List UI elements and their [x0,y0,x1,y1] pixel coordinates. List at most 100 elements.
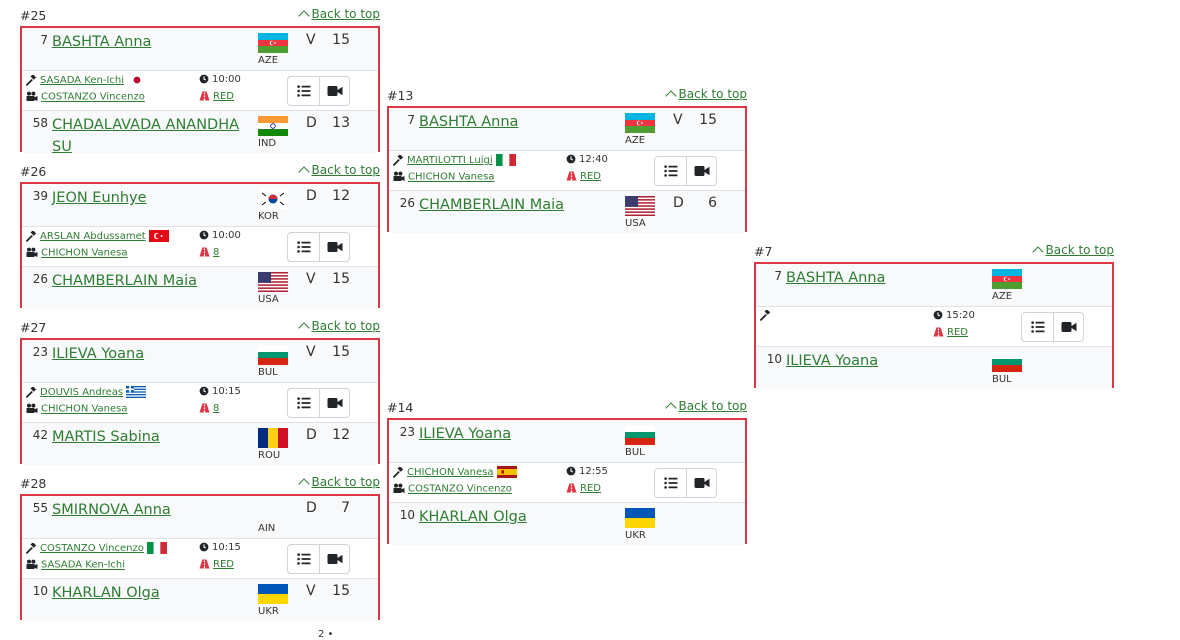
bout-result: V [306,32,316,48]
video-referee-name-link[interactable]: CHICHON Vanesa [41,247,128,259]
match-info-row: DOUVIS Andreas CHICHON Vanesa 10:15 8 [22,382,378,423]
piste-link[interactable]: RED [947,327,968,338]
back-to-top-link[interactable]: Back to top [664,87,747,102]
piste: RED [566,171,601,182]
piste: 8 [199,247,219,258]
bout-score: 13 [332,115,350,131]
fencer-seed: 58 [32,116,48,130]
piste-link[interactable]: RED [213,559,234,570]
back-to-top-link[interactable]: Back to top [297,163,380,178]
bout-result: V [306,583,316,599]
fencer-row-2: 10 ILIEVA Yoana BUL [756,347,1112,389]
bout-score: 6 [708,195,717,211]
bout-details-button[interactable] [288,233,320,261]
piste-link[interactable]: 8 [213,247,220,258]
fencer-row-1: 7 BASHTA Anna AZE V 15 [389,108,745,150]
fencer-name-link[interactable]: MARTIS Sabina [52,429,160,445]
bout-details-button[interactable] [288,389,320,417]
country-flag-icon [258,584,288,604]
fencer-name-link[interactable]: CHADALAVADA ANANDHA SU [52,117,240,155]
match-actions [654,156,717,186]
bout-video-button[interactable] [319,233,350,261]
video-referee: SASADA Ken-Ichi [26,559,125,571]
match-card: 7 BASHTA Anna AZE V 15 SASADA Ken-Ichi C… [20,26,380,155]
fencer-name-link[interactable]: ILIEVA Yoana [52,346,145,362]
piste-link[interactable]: RED [213,91,234,102]
fencer-seed: 39 [32,189,48,203]
match-time-value: 12:55 [579,466,608,477]
back-to-top-link[interactable]: Back to top [297,475,380,490]
bout-score: 15 [332,583,350,599]
bout-details-button[interactable] [288,77,320,105]
fencer-name-link[interactable]: BASHTA Anna [786,270,886,286]
referee-name-link[interactable]: ARSLAN Abdussamet [40,231,146,242]
video-referee: CHICHON Vanesa [393,171,495,183]
match-card: 39 JEON Eunhye KOR D 12 ARSLAN Abdussame… [20,182,380,309]
fencer-name-link[interactable]: SMIRNOVA Anna [52,502,171,518]
fencer-name-link[interactable]: BASHTA Anna [419,114,519,130]
fencer-name-link[interactable]: ILIEVA Yoana [419,426,512,442]
match-card: 23 ILIEVA Yoana BUL CHICHON Vanesa COSTA… [387,418,747,545]
bout-video-button[interactable] [319,77,350,105]
match-block: #26 Back to top 39 JEON Eunhye KOR D 12 … [20,163,380,309]
bout-score: 15 [699,112,717,128]
bout-score: 12 [332,427,350,443]
back-to-top-link[interactable]: Back to top [297,7,380,22]
video-camera-icon [393,483,408,495]
video-referee-name-link[interactable]: CHICHON Vanesa [408,171,495,183]
list-icon [296,238,311,257]
referee-name-link[interactable]: COSTANZO Vincenzo [40,543,144,554]
back-to-top-link[interactable]: Back to top [664,399,747,414]
video-icon [327,550,343,569]
back-to-top-link[interactable]: Back to top [297,319,380,334]
fencer-name-link[interactable]: KHARLAN Olga [419,509,527,525]
clock-icon [566,154,579,165]
fencer-name-link[interactable]: ILIEVA Yoana [786,353,879,369]
match-number: #26 [20,164,47,179]
match-time-value: 12:40 [579,154,608,165]
video-referee-name-link[interactable]: SASADA Ken-Ichi [41,559,126,571]
bout-details-button[interactable] [288,545,320,573]
referee-name-link[interactable]: MARTILOTTI Luigi [407,155,493,166]
gavel-icon [393,154,407,166]
country-flag-icon [625,113,655,133]
bout-video-button[interactable] [319,545,350,573]
bout-video-button[interactable] [319,389,350,417]
referee-name-link[interactable]: CHICHON Vanesa [407,467,494,478]
fencer-name-link[interactable]: CHAMBERLAIN Maia [419,197,565,213]
bout-details-button[interactable] [655,469,687,497]
fencer-name-link[interactable]: JEON Eunhye [52,190,147,206]
bout-video-button[interactable] [1053,313,1084,341]
bout-video-button[interactable] [686,469,717,497]
country-code: BUL [992,374,1012,385]
list-icon [296,394,311,413]
bout-details-button[interactable] [655,157,687,185]
bout-score: 7 [341,500,350,516]
fencer-name-link[interactable]: CHAMBERLAIN Maia [52,273,198,289]
fencer-name-link[interactable]: BASHTA Anna [52,34,152,50]
country-code: IND [258,138,277,149]
video-camera-icon [393,171,408,183]
back-to-top-link[interactable]: Back to top [1031,243,1114,258]
video-referee-name-link[interactable]: COSTANZO Vincenzo [408,483,512,495]
piste: RED [199,559,234,570]
referee-name-link[interactable]: DOUVIS Andreas [40,387,124,398]
referee-name-link[interactable]: SASADA Ken-Ichi [40,75,125,86]
match-card: 23 ILIEVA Yoana BUL V 15 DOUVIS Andreas … [20,338,380,465]
bout-details-button[interactable] [1022,313,1054,341]
fencer-name-link[interactable]: KHARLAN Olga [52,585,160,601]
match-time-value: 10:15 [212,542,241,553]
country-code: USA [258,294,279,305]
fencer-seed: 10 [399,508,415,522]
bout-video-button[interactable] [686,157,717,185]
piste-icon [933,327,947,338]
piste-link[interactable]: RED [580,171,601,182]
piste-icon [199,403,213,414]
piste-link[interactable]: RED [580,483,601,494]
fencer-seed: 7 [774,269,782,283]
gavel-icon [393,466,407,478]
video-referee-name-link[interactable]: COSTANZO Vincenzo [41,91,145,103]
video-referee-name-link[interactable]: CHICHON Vanesa [41,403,128,415]
match-block: #14 Back to top 23 ILIEVA Yoana BUL CHIC… [387,399,747,545]
piste-link[interactable]: 8 [213,403,220,414]
